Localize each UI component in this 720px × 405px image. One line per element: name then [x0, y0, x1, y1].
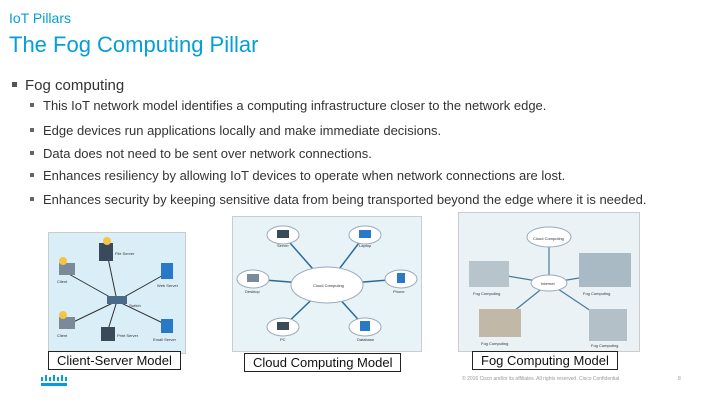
main-bullet: Fog computing — [12, 77, 124, 94]
building-icon — [589, 309, 627, 341]
fog-computing-diagram: Cloud Computing Internet Fog Computing F… — [458, 212, 640, 352]
bullet-dot-icon — [30, 102, 34, 107]
switch-icon — [107, 296, 127, 304]
fog-node-label: Fog Computing — [591, 343, 618, 348]
fog-computing-caption: Fog Computing Model — [472, 351, 618, 370]
slide-title: The Fog Computing Pillar — [9, 32, 259, 57]
sub-bullet-text: This IoT network model identifies a comp… — [43, 98, 547, 113]
sub-bullet: Enhances resiliency by allowing IoT devi… — [30, 168, 565, 183]
factory-icon — [469, 261, 509, 287]
client-computer-icon — [59, 263, 75, 275]
user-icon — [59, 311, 67, 319]
page-number: 8 — [678, 376, 681, 382]
print-server-label: Print Server — [117, 333, 139, 338]
fog-computing-svg: Cloud Computing Internet Fog Computing F… — [469, 226, 631, 348]
email-server-label: Email Server — [153, 337, 177, 342]
sub-bullet-text: Enhances security by keeping sensitive d… — [43, 192, 647, 207]
database-icon — [360, 321, 370, 331]
footer-copyright: © 2016 Cisco and/or its affiliates. All … — [462, 376, 620, 382]
phone-icon — [397, 273, 405, 283]
pc-icon — [277, 322, 289, 330]
sub-bullet-text: Edge devices run applications locally an… — [43, 123, 442, 138]
city-icon — [479, 309, 521, 337]
switch-label: Switch — [129, 303, 141, 308]
sub-bullet: Enhances security by keeping sensitive d… — [30, 192, 646, 207]
cloud-computing-caption: Cloud Computing Model — [244, 353, 402, 372]
fog-node-label: Fog Computing — [473, 291, 500, 296]
fog-node-label: Fog Computing — [583, 291, 610, 296]
phone-label: Phone — [393, 289, 405, 294]
pc-label: PC — [280, 337, 286, 342]
fog-center-label: Internet — [541, 281, 555, 286]
email-server-icon — [161, 319, 173, 333]
client-server-caption: Client-Server Model — [48, 351, 181, 370]
user-icon — [103, 237, 111, 245]
sub-bullet-text: Data does not need to be sent over netwo… — [43, 146, 372, 161]
sub-bullet: Edge devices run applications locally an… — [30, 123, 441, 138]
fog-node-label: Fog Computing — [481, 341, 508, 346]
client-server-svg: File Server Web Server Switch Client Cli… — [57, 237, 179, 342]
print-server-icon — [101, 327, 115, 341]
file-server-label: File Server — [115, 251, 135, 256]
cloud-icon — [526, 226, 572, 248]
main-bullet-text: Fog computing — [25, 77, 125, 94]
cloud-computing-svg: Cloud Computing Server Laptop Desktop Ph… — [236, 225, 418, 342]
bullet-dot-icon — [30, 150, 34, 155]
bullet-dot-icon — [30, 127, 34, 132]
sub-bullet-text: Enhances resiliency by allowing IoT devi… — [43, 168, 566, 183]
client-server-diagram: File Server Web Server Switch Client Cli… — [48, 232, 186, 354]
cisco-logo-icon — [40, 374, 68, 393]
web-server-icon — [161, 263, 173, 279]
user-icon — [59, 257, 67, 265]
desktop-icon — [247, 274, 259, 282]
bullet-square-icon — [12, 81, 17, 87]
cloud-icon — [290, 266, 364, 304]
laptop-icon — [359, 230, 371, 238]
bullet-dot-icon — [30, 196, 34, 201]
client-label: Client — [57, 279, 68, 284]
desktop-label: Desktop — [245, 289, 260, 294]
section-label: IoT Pillars — [9, 10, 71, 26]
laptop-label: Laptop — [359, 243, 372, 248]
cloud-center-label: Cloud Computing — [313, 283, 344, 288]
sub-bullet: Data does not need to be sent over netwo… — [30, 146, 372, 161]
client-computer-icon — [59, 317, 75, 329]
server-icon — [277, 230, 289, 238]
web-server-label: Web Server — [157, 283, 179, 288]
airport-icon — [579, 253, 631, 287]
internet-cloud-icon — [530, 274, 568, 292]
server-label: Server — [277, 243, 289, 248]
sub-bullet: This IoT network model identifies a comp… — [30, 98, 546, 113]
database-label: Database — [357, 337, 375, 342]
bullet-dot-icon — [30, 172, 34, 177]
file-server-icon — [99, 243, 113, 261]
cloud-computing-diagram: Cloud Computing Server Laptop Desktop Ph… — [232, 216, 422, 352]
client-label: Client — [57, 333, 68, 338]
fog-top-label: Cloud Computing — [533, 236, 564, 241]
